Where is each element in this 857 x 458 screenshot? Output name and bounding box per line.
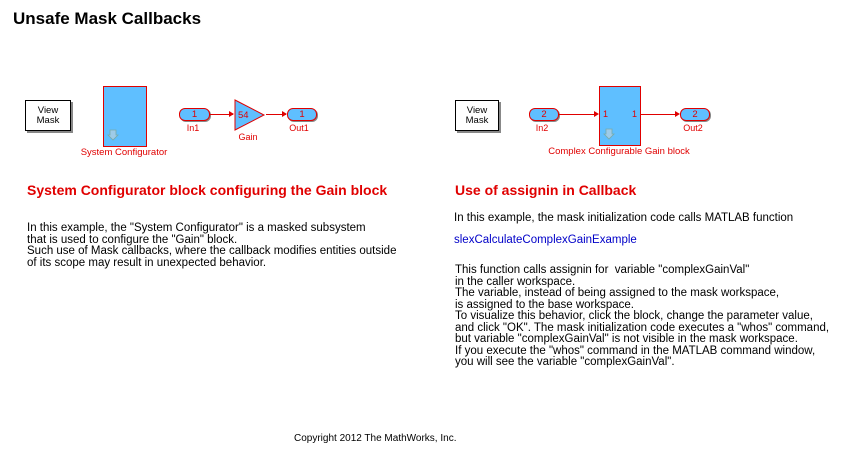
function-link[interactable]: slexCalculateComplexGainExample [454,234,637,246]
left-description: In this example, the "System Configurato… [27,222,397,269]
outport-out2-label: Out2 [683,123,703,133]
block-output-port-label: 1 [631,109,637,119]
gain-value: 54 [238,110,249,121]
signal-arrow [675,111,680,117]
complex-configurable-gain-block[interactable]: 1 1 [599,86,641,146]
gain-block[interactable] [234,99,266,131]
right-heading: Use of assignin in Callback [455,182,637,198]
view-mask-button-left[interactable]: View Mask [25,100,71,131]
left-heading: System Configurator block configuring th… [27,182,388,198]
view-mask-button-right[interactable]: View Mask [455,100,499,131]
inport-in1-label: In1 [186,123,200,133]
mask-arrow-icon [107,129,119,141]
complex-gain-block-label: Complex Configurable Gain block [548,146,690,157]
signal-arrow [229,111,234,117]
mask-arrow-icon [603,128,615,140]
outport-out1-label: Out1 [289,123,309,133]
inport-in1[interactable]: 1 [179,108,210,121]
inport-in2-label: In2 [535,123,549,133]
page-title: Unsafe Mask Callbacks [13,9,202,28]
signal-arrow [282,111,287,117]
copyright: Copyright 2012 The MathWorks, Inc. [294,433,457,444]
signal-line [558,114,594,115]
system-configurator-label: System Configurator [80,147,168,158]
signal-arrow [594,111,599,117]
signal-line [640,114,677,115]
signal-line [266,114,286,115]
system-configurator-block[interactable] [103,86,147,147]
signal-line [209,114,233,115]
inport-in2[interactable]: 2 [529,108,559,121]
right-intro: In this example, the mask initialization… [454,212,794,224]
block-input-port-label: 1 [603,109,609,119]
right-description: This function calls assignin for variabl… [455,264,830,368]
outport-out2[interactable]: 2 [680,108,710,121]
gain-label: Gain [238,132,258,142]
outport-out1[interactable]: 1 [287,108,317,121]
